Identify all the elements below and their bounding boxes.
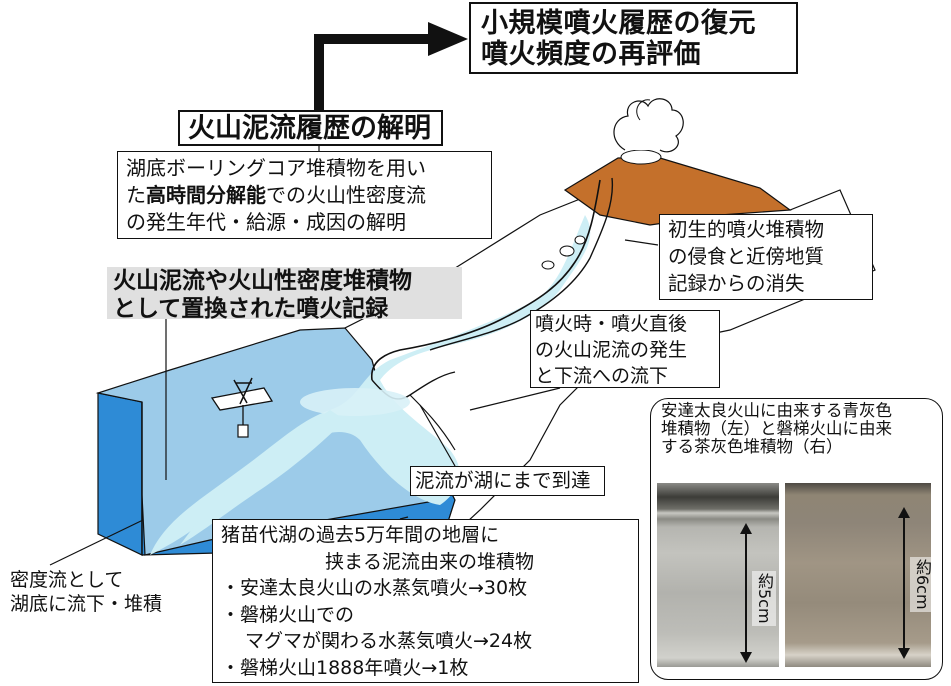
scale-label-left: 約5cm [752, 571, 776, 626]
photo-caption-line-3: する茶灰色堆積物（右） [661, 437, 843, 456]
lahar-line-2: の火山泥流の発生 [535, 339, 688, 361]
density-line-2: 湖底に流下・堆積 [10, 593, 163, 615]
strata-line-4: ・磐梯火山での [221, 603, 355, 626]
drilling-platform-icon [210, 377, 274, 438]
lahar-line-1: 噴火時・噴火直後 [535, 313, 688, 335]
lahar-line-3: と下流への流下 [535, 365, 669, 387]
replace-box: 火山泥流や火山性密度堆積物 として置換された噴火記録 [107, 267, 462, 322]
core-line-2-suffix: での火山性密度流 [266, 183, 426, 207]
history-label: 火山泥流履歴の解明 [188, 113, 431, 144]
strata-line-6: ・磐梯火山1888年噴火→1枚 [221, 656, 469, 679]
primary-line-2: の侵食と近傍地質 [668, 245, 825, 268]
density-line-1: 密度流として [10, 569, 124, 591]
reach-lake-box: 泥流が湖にまで到達 [410, 466, 605, 496]
replace-line-2: として置換された噴火記録 [113, 296, 389, 322]
title-line-1: 小規模噴火履歴の復元 [481, 8, 756, 39]
strata-line-5: マグマが関わる水蒸気噴火→24枚 [245, 630, 533, 652]
photo-caption-line-2: 堆積物（左）と磐梯火山に由来 [661, 419, 892, 438]
strata-line-2: 挟まる泥流由来の堆積物 [325, 550, 535, 573]
density-flow-label: 密度流として 湖底に流下・堆積 [10, 568, 162, 616]
sediment-photo-panel: 安達太良火山に由来する青灰色 堆積物（左）と磐梯火山に由来 する茶灰色堆積物（右… [650, 398, 943, 680]
lahar-box: 噴火時・噴火直後 の火山泥流の発生 と下流への流下 [530, 310, 720, 388]
volcano [563, 98, 792, 226]
title-box: 小規模噴火履歴の復元 噴火頻度の再評価 [469, 2, 798, 74]
scale-arrow-left [740, 523, 752, 663]
core-line-2-bold: 高時間分解能 [146, 183, 266, 207]
primary-line-3: 記録からの消失 [668, 272, 805, 295]
core-line-2-prefix: た [126, 183, 146, 207]
scale-label-right: 約6cm [910, 557, 931, 612]
strata-line-3: ・安達太良火山の水蒸気噴火→30枚 [221, 577, 528, 599]
density-plume [180, 388, 410, 545]
flow-arrow [314, 22, 468, 110]
replace-line-1: 火山泥流や火山性密度堆積物 [113, 268, 412, 294]
title-line-2: 噴火頻度の再評価 [481, 39, 701, 70]
reach-lake-label: 泥流が湖にまで到達 [415, 469, 591, 492]
blue-gray-sediment-photo: 約5cm [657, 483, 779, 667]
strata-line-1: 猪苗代湖の過去5万年間の地層に [221, 524, 500, 546]
core-box: 湖底ボーリングコア堆積物を用い た高時間分解能での火山性密度流 の発生年代・給源… [117, 151, 492, 239]
primary-line-1: 初生的噴火堆積物 [668, 218, 825, 241]
primary-deposit-box: 初生的噴火堆積物 の侵食と近傍地質 記録からの消失 [659, 214, 873, 300]
strata-box: 猪苗代湖の過去5万年間の地層に 挟まる泥流由来の堆積物 ・安達太良火山の水蒸気噴… [212, 519, 639, 683]
photo-caption-line-1: 安達太良火山に由来する青灰色 [661, 401, 892, 420]
photo-caption: 安達太良火山に由来する青灰色 堆積物（左）と磐梯火山に由来 する茶灰色堆積物（右… [661, 402, 892, 456]
leader-lines [49, 146, 659, 566]
core-line-2: た高時間分解能での火山性密度流 [126, 182, 483, 209]
core-line-3: の発生年代・給源・成因の解明 [126, 210, 406, 234]
history-box: 火山泥流履歴の解明 [178, 110, 443, 146]
scale-arrow-right [898, 507, 910, 659]
core-line-1: 湖底ボーリングコア堆積物を用い [126, 156, 426, 180]
brown-gray-sediment-photo: 約6cm [785, 483, 931, 667]
